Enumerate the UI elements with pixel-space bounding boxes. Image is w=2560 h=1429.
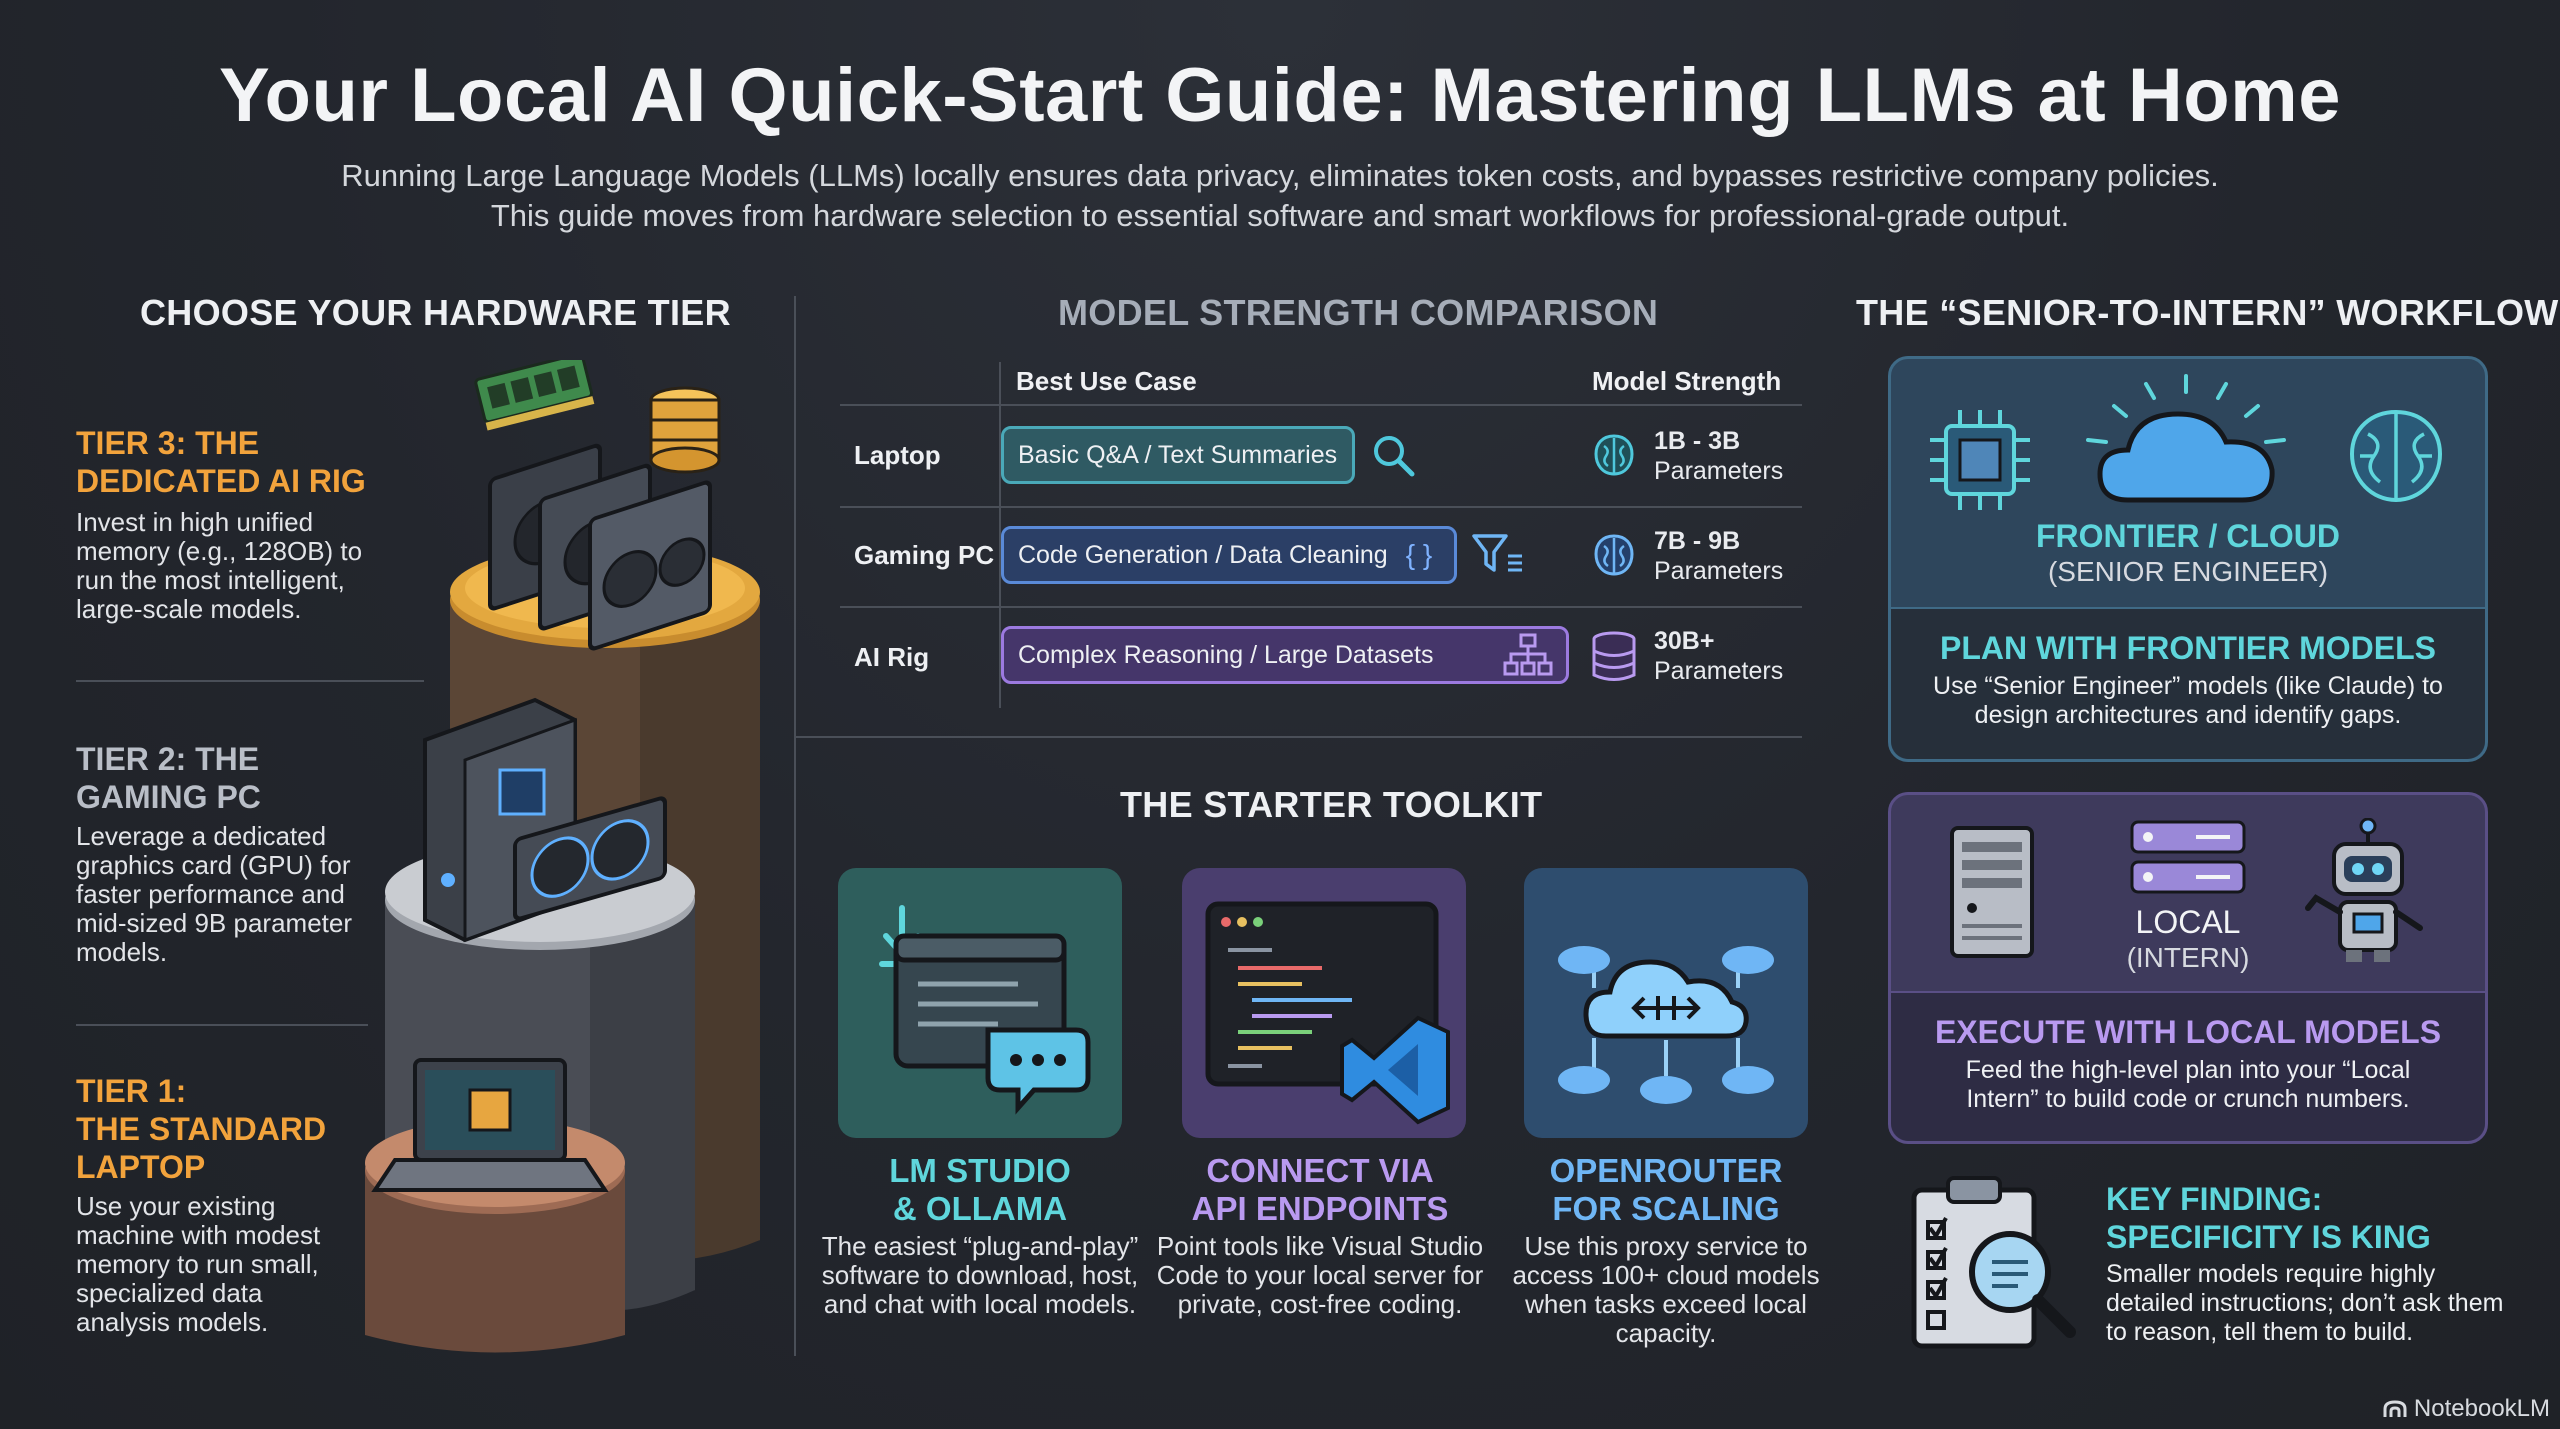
openrouter-title: OPENROUTER FOR SCALING: [1549, 1152, 1783, 1227]
lm-studio-card: [838, 868, 1122, 1138]
brain-icon-medium: [1594, 534, 1634, 576]
frontier-label: FRONTIER / CLOUD: [2036, 518, 2340, 554]
brain-icon-small: [1594, 434, 1634, 476]
database-icon: [1592, 631, 1636, 681]
key-finding-title: KEY FINDING: SPECIFICITY IS KING: [2106, 1181, 2431, 1255]
tier-divider-1: [76, 680, 424, 682]
notebooklm-logo-icon: [2383, 1400, 2407, 1417]
api-endpoints-title: CONNECT VIA API ENDPOINTS: [1191, 1152, 1449, 1227]
page-subtitle: Running Large Language Models (LLMs) loc…: [200, 156, 2360, 236]
tier-2-description: Leverage a dedicated graphics card (GPU)…: [76, 821, 352, 967]
cloud-network-icon: [1558, 946, 1774, 1104]
column-header-use-case: Best Use Case: [1016, 366, 1197, 396]
use-case-pill-gaming-pc: Code Generation / Data Cleaning { }: [1001, 526, 1457, 584]
tier-3-title: TIER 3: THE DEDICATED AI RIG: [76, 425, 366, 499]
table-label-divider: [999, 362, 1001, 708]
tier-divider-2: [76, 1024, 368, 1026]
code-braces-icon: { }: [1405, 539, 1433, 570]
laptop-icon: [371, 1058, 609, 1192]
frontier-sublabel: (SENIOR ENGINEER): [2047, 556, 2329, 587]
openrouter-card: [1524, 868, 1808, 1138]
column-header-strength: Model Strength: [1592, 366, 1782, 396]
gpu-card-icon: [513, 796, 667, 921]
tier-1-description: Use your existing machine with modest me…: [76, 1191, 321, 1337]
api-endpoints-description: Point tools like Visual Studio Code to y…: [1156, 1231, 1484, 1319]
subtitle-line-2: This guide moves from hardware selection…: [490, 198, 2070, 233]
api-endpoints-card: [1182, 868, 1466, 1138]
gpu-stack-icon: [488, 443, 712, 651]
database-stack-icon: [649, 386, 721, 474]
strength-gaming-pc: 7B - 9B Parameters: [1654, 527, 1784, 585]
robot-icon: [2305, 818, 2423, 962]
column-divider-left: [794, 296, 796, 1356]
frontier-box-footer: [1891, 607, 2485, 759]
hardware-pedestal-illustration: [365, 360, 760, 1353]
brand-watermark: NotebookLM: [2382, 1395, 2550, 1423]
lm-studio-description: The easiest “plug-and-play” software to …: [821, 1231, 1139, 1319]
plan-description: Use “Senior Engineer” models (like Claud…: [1933, 672, 2443, 729]
local-label: LOCAL: [2135, 904, 2241, 940]
cloud-icon: [2086, 374, 2286, 503]
table-row-line-2: [840, 606, 1802, 608]
subtitle-line-1: Running Large Language Models (LLMs) loc…: [341, 158, 2219, 193]
server-rack-icon: [2130, 820, 2246, 894]
use-case-pill-laptop: Basic Q&A / Text Summaries: [1001, 426, 1355, 484]
use-case-pill-ai-rig: Complex Reasoning / Large Datasets: [1001, 626, 1569, 684]
strength-laptop: 1B - 3B Parameters: [1654, 427, 1784, 485]
openrouter-description: Use this proxy service to access 100+ cl…: [1512, 1231, 1820, 1348]
search-icon: [1374, 436, 1415, 477]
chip-icon: [1930, 410, 2030, 510]
ram-stick-icon: [474, 360, 595, 431]
local-box-footer: [1891, 991, 2485, 1141]
execute-description: Feed the high-level plan into your “Loca…: [1965, 1056, 2411, 1113]
table-header-line: [840, 404, 1802, 406]
toolkit-section-title: THE STARTER TOOLKIT: [1120, 784, 1543, 825]
middle-divider: [796, 736, 1802, 738]
page-title: Your Local AI Quick-Start Guide: Masteri…: [219, 53, 2341, 138]
models-section-title: MODEL STRENGTH COMPARISON: [1058, 292, 1659, 333]
hardware-section-title: CHOOSE YOUR HARDWARE TIER: [140, 292, 731, 333]
tier-3-description: Invest in high unified memory (e.g., 128…: [76, 507, 363, 624]
tier-2-title: TIER 2: THE GAMING PC: [76, 741, 261, 815]
plan-title: PLAN WITH FRONTIER MODELS: [1940, 630, 2436, 666]
row-label-ai-rig: AI Rig: [854, 642, 930, 672]
strength-ai-rig: 30B+ Parameters: [1654, 627, 1784, 685]
brain-icon: [2349, 409, 2443, 503]
execute-title: EXECUTE WITH LOCAL MODELS: [1934, 1014, 2442, 1050]
table-row-line-1: [840, 506, 1802, 508]
clipboard-magnifier-icon: [1911, 1176, 2076, 1349]
code-editor-icon: [1205, 901, 1450, 1125]
lm-studio-title: LM STUDIO & OLLAMA: [889, 1152, 1071, 1227]
hierarchy-icon: [1503, 633, 1553, 676]
server-tower-icon: [1950, 826, 2034, 958]
filter-icon: [1472, 534, 1522, 572]
row-label-gaming-pc: Gaming PC: [854, 540, 995, 570]
row-label-laptop: Laptop: [854, 440, 941, 470]
workflow-section-title: THE “SENIOR-TO-INTERN” WORKFLOW: [1856, 292, 2559, 333]
tier-1-title: TIER 1: THE STANDARD LAPTOP: [76, 1073, 327, 1185]
key-finding-description: Smaller models require highly detailed i…: [2106, 1260, 2504, 1346]
download-chat-icon: [879, 905, 1091, 1115]
local-sublabel: (INTERN): [2126, 942, 2250, 973]
